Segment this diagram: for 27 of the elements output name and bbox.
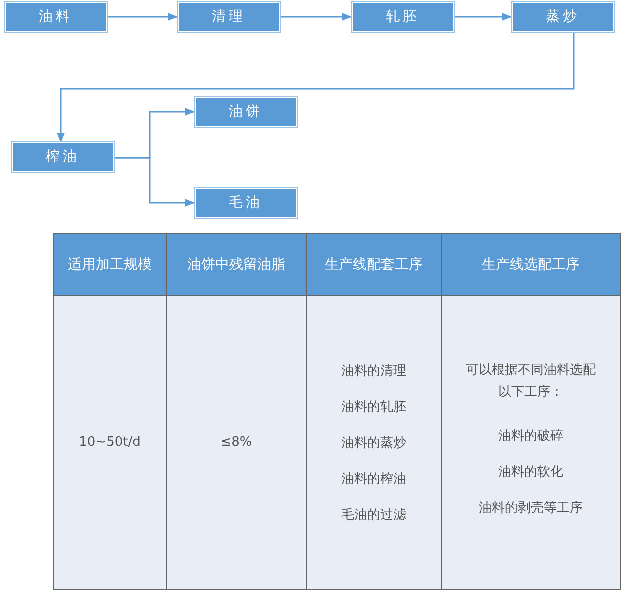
cell-text: 油料的剥壳等工序 <box>479 500 583 517</box>
process-box: 油饼 <box>195 97 297 127</box>
cell-text: 油料的榨油 <box>342 470 406 488</box>
arrow <box>115 157 195 207</box>
arrow <box>281 13 352 21</box>
arrow <box>455 13 512 21</box>
cell-text: ≤8% <box>220 435 252 450</box>
arrow <box>57 33 575 143</box>
process-box: 榨油 <box>12 142 114 172</box>
cell-text: 毛油的过滤 <box>342 506 406 524</box>
column-header: 油饼中残留油脂 <box>188 256 286 274</box>
process-box: 毛油 <box>195 188 297 218</box>
cell-text: 可以根据不同油料选配以下工序： <box>466 362 596 402</box>
cell-text: 油料的软化 <box>498 464 564 481</box>
process-box: 轧胚 <box>352 2 454 32</box>
column-header: 适用加工规模 <box>68 256 152 274</box>
column-header: 生产线配套工序 <box>325 256 423 274</box>
process-box: 油料 <box>5 2 107 32</box>
cell-text: 10~50t/d <box>79 435 141 450</box>
column-header: 生产线选配工序 <box>482 256 580 274</box>
cell-text: 油料的轧胚 <box>342 398 406 416</box>
cell-text: 油料的破碎 <box>498 428 564 445</box>
cell-text: 油料的蒸炒 <box>342 434 406 452</box>
process-box: 清理 <box>178 2 280 32</box>
cell-text: 油料的清理 <box>342 362 406 380</box>
arrow <box>108 13 178 21</box>
process-box: 蒸炒 <box>512 2 614 32</box>
